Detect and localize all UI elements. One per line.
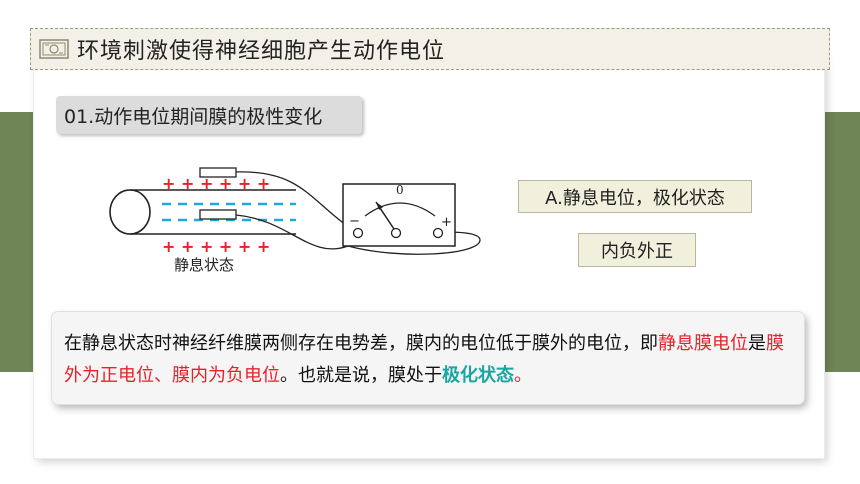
meter-minus-sign: − <box>349 214 360 229</box>
diagram-caption: 静息状态 <box>174 256 234 274</box>
positive-charges-bottom: + + + + + + <box>162 237 270 256</box>
meter-plus-sign: + <box>441 215 452 230</box>
explanation-term-polarized: 极化状态 <box>442 365 514 386</box>
explanation-text-3: 。也就是说，膜处于 <box>280 365 442 386</box>
explanation-end-period: 。 <box>514 365 532 386</box>
section-heading: 01.动作电位期间膜的极性变化 <box>56 96 362 134</box>
resting-potential-diagram: + + + + + + + + + + + + 0 − + 静息状态 <box>109 167 481 274</box>
title-bar: 环境刺激使得神经细胞产生动作电位 <box>30 28 830 70</box>
explanation-text-2: 是 <box>748 333 766 354</box>
meter-terminal-center <box>390 227 402 239</box>
page-title: 环境刺激使得神经细胞产生动作电位 <box>77 39 446 64</box>
nerve-fiber-end <box>109 189 151 235</box>
resting-state-label: A.静息电位，极化状态 <box>518 180 752 213</box>
explanation-term-polarity: 膜外为正电位、膜内为负电位 <box>64 333 784 386</box>
explanation-box: 在静息状态时神经纤维膜两侧存在电势差，膜内的电位低于膜外的电位，即静息膜电位是膜… <box>52 312 804 404</box>
outer-electrode <box>199 167 237 178</box>
polarity-label: 内负外正 <box>578 233 696 267</box>
meter-terminal-left <box>352 227 364 239</box>
positive-charges-top: + + + + + + <box>162 174 270 193</box>
inner-electrode <box>199 209 237 220</box>
explanation-term-resting-potential: 静息膜电位 <box>658 333 748 354</box>
explanation-text-1: 在静息状态时神经纤维膜两侧存在电势差，膜内的电位低于膜外的电位，即 <box>64 333 658 354</box>
inner-wire <box>235 214 481 255</box>
meter-zero: 0 <box>396 183 404 197</box>
meter-terminal-right <box>432 227 444 239</box>
outer-wire <box>235 171 351 229</box>
meter-scale <box>364 202 436 217</box>
book-icon <box>39 38 69 60</box>
needle-arrow <box>376 202 383 210</box>
